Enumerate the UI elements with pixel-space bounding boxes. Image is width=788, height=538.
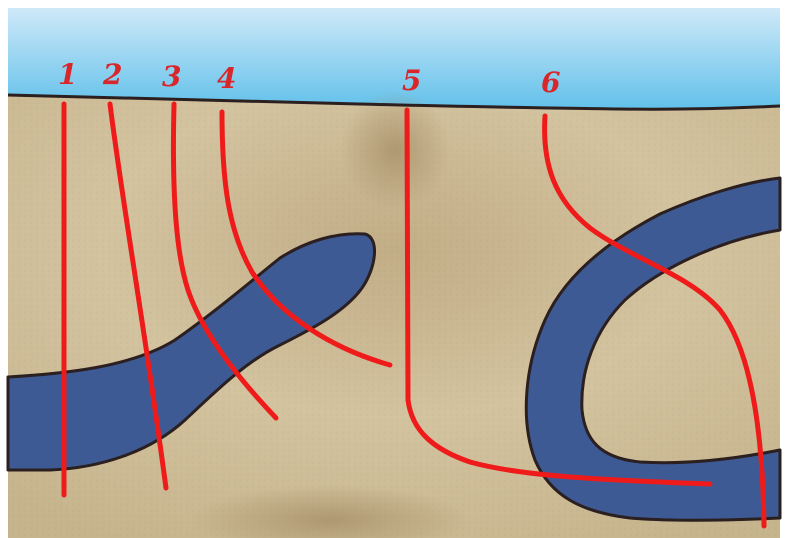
well-label-6: 6	[541, 66, 560, 99]
well-label-5: 5	[402, 64, 421, 97]
well-label-2: 2	[102, 58, 122, 91]
well-label-3: 3	[162, 60, 181, 93]
ground-dark-spot	[340, 90, 450, 210]
well-label-1: 1	[58, 58, 77, 91]
well-label-4: 4	[217, 62, 236, 95]
